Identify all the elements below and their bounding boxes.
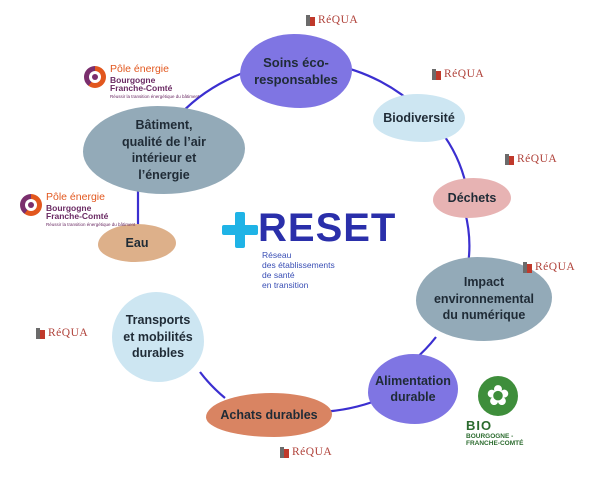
theme-alimentation-durable: Alimentation durable xyxy=(368,354,458,424)
theme-impact-numerique: Impact environnemental du numérique xyxy=(416,257,552,341)
theme-eau: Eau xyxy=(98,224,176,262)
reset-subtitle: Réseau des établissements de santé en tr… xyxy=(262,250,335,291)
theme-biodiversite: Biodiversité xyxy=(373,94,465,142)
requa-mark-icon xyxy=(306,14,315,26)
pole-energie-logo: Pôle énergie Bourgogne Franche-Comté Réu… xyxy=(84,63,199,100)
theme-soins-eco-responsables: Soins éco- responsables xyxy=(240,34,352,108)
theme-achats-durables: Achats durables xyxy=(206,393,332,437)
requa-logo: RéQUA xyxy=(306,14,358,26)
theme-batiment-air-energie: Bâtiment, qualité de l’air intérieur et … xyxy=(83,106,245,194)
requa-mark-icon xyxy=(432,68,441,80)
requa-logo: RéQUA xyxy=(505,153,557,165)
requa-logo: RéQUA xyxy=(280,446,332,458)
bio-leaf-icon xyxy=(478,376,518,416)
theme-transports-mobilites: Transports et mobilités durables xyxy=(112,292,204,382)
bio-bourgogne-logo: BIO BOURGOGNE - FRANCHE-COMTÉ xyxy=(466,376,526,448)
theme-dechets: Déchets xyxy=(433,178,511,218)
requa-logo: RéQUA xyxy=(523,261,575,273)
reset-wordmark: RESET xyxy=(258,206,397,250)
requa-mark-icon xyxy=(505,153,514,165)
pole-energie-icon xyxy=(20,194,42,216)
requa-logo: RéQUA xyxy=(432,68,484,80)
requa-mark-icon xyxy=(523,261,532,273)
requa-mark-icon xyxy=(36,327,45,339)
requa-logo: RéQUA xyxy=(36,327,88,339)
plus-icon xyxy=(222,212,258,248)
pole-energie-logo: Pôle énergie Bourgogne Franche-Comté Réu… xyxy=(20,191,135,228)
pole-energie-icon xyxy=(84,66,106,88)
requa-mark-icon xyxy=(280,446,289,458)
